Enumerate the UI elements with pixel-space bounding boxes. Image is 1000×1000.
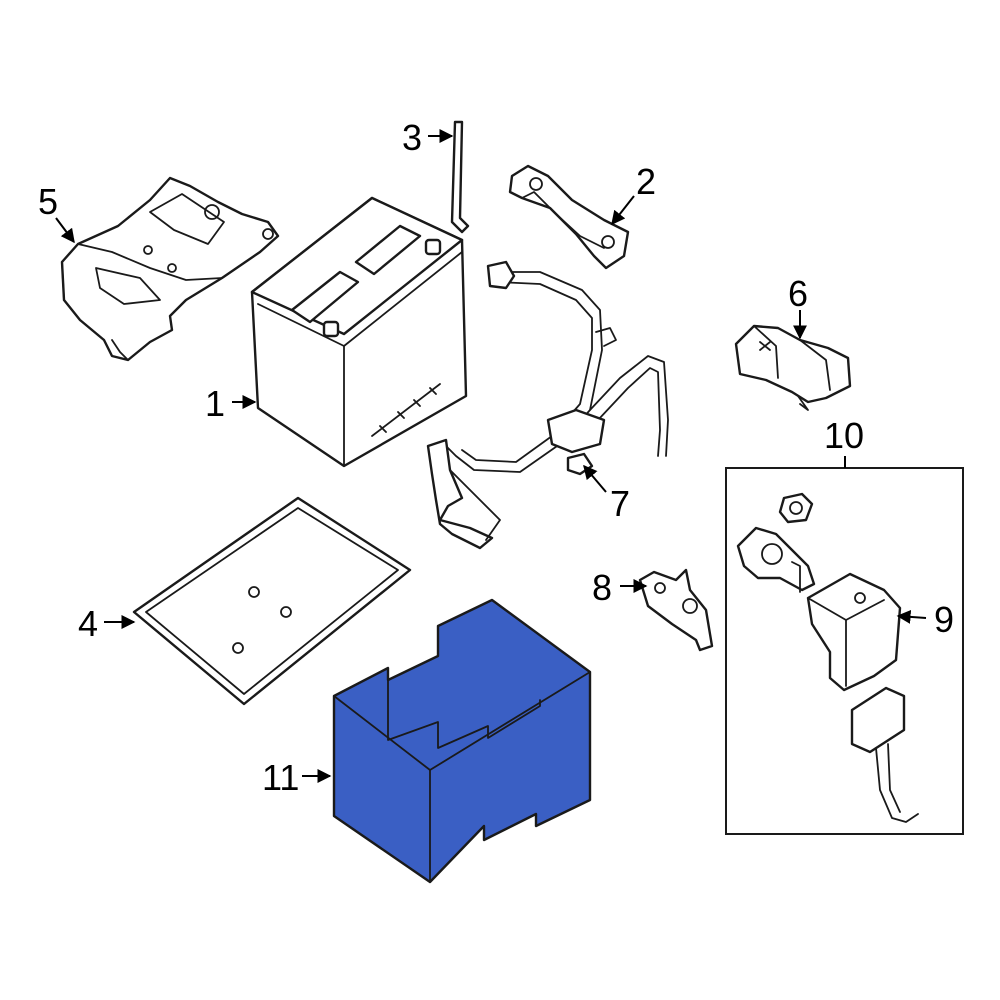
callout-9: 9 <box>934 599 954 640</box>
callout-labels: 1 2 3 4 5 6 7 8 9 10 11 <box>38 117 954 798</box>
callout-3: 3 <box>402 117 422 158</box>
callout-7: 7 <box>610 483 630 524</box>
callout-10: 10 <box>824 415 864 456</box>
callout-6: 6 <box>788 273 808 314</box>
callout-4: 4 <box>78 603 98 644</box>
callout-2: 2 <box>636 161 656 202</box>
part-6-terminal-cover[interactable] <box>734 324 852 411</box>
callout-5: 5 <box>38 181 58 222</box>
part-8-bracket[interactable] <box>638 568 714 652</box>
part-5-battery-tray-bracket[interactable] <box>60 176 280 362</box>
callout-8: 8 <box>592 567 612 608</box>
part-9-sensor[interactable] <box>806 572 919 823</box>
part-10-group-box <box>725 456 964 835</box>
leader-lines <box>55 129 927 783</box>
part-2-hold-down-clamp[interactable] <box>508 164 630 270</box>
part-1-battery[interactable] <box>250 196 468 468</box>
part-3-hold-down-rod[interactable] <box>450 120 470 234</box>
part-11-battery-box[interactable] <box>332 598 592 884</box>
part-4-tray-pad[interactable] <box>132 496 412 706</box>
part-10-terminal-clamp[interactable] <box>736 492 816 593</box>
callout-11: 11 <box>262 757 299 798</box>
callout-1: 1 <box>205 383 225 424</box>
part-7-battery-cable[interactable] <box>426 260 669 550</box>
